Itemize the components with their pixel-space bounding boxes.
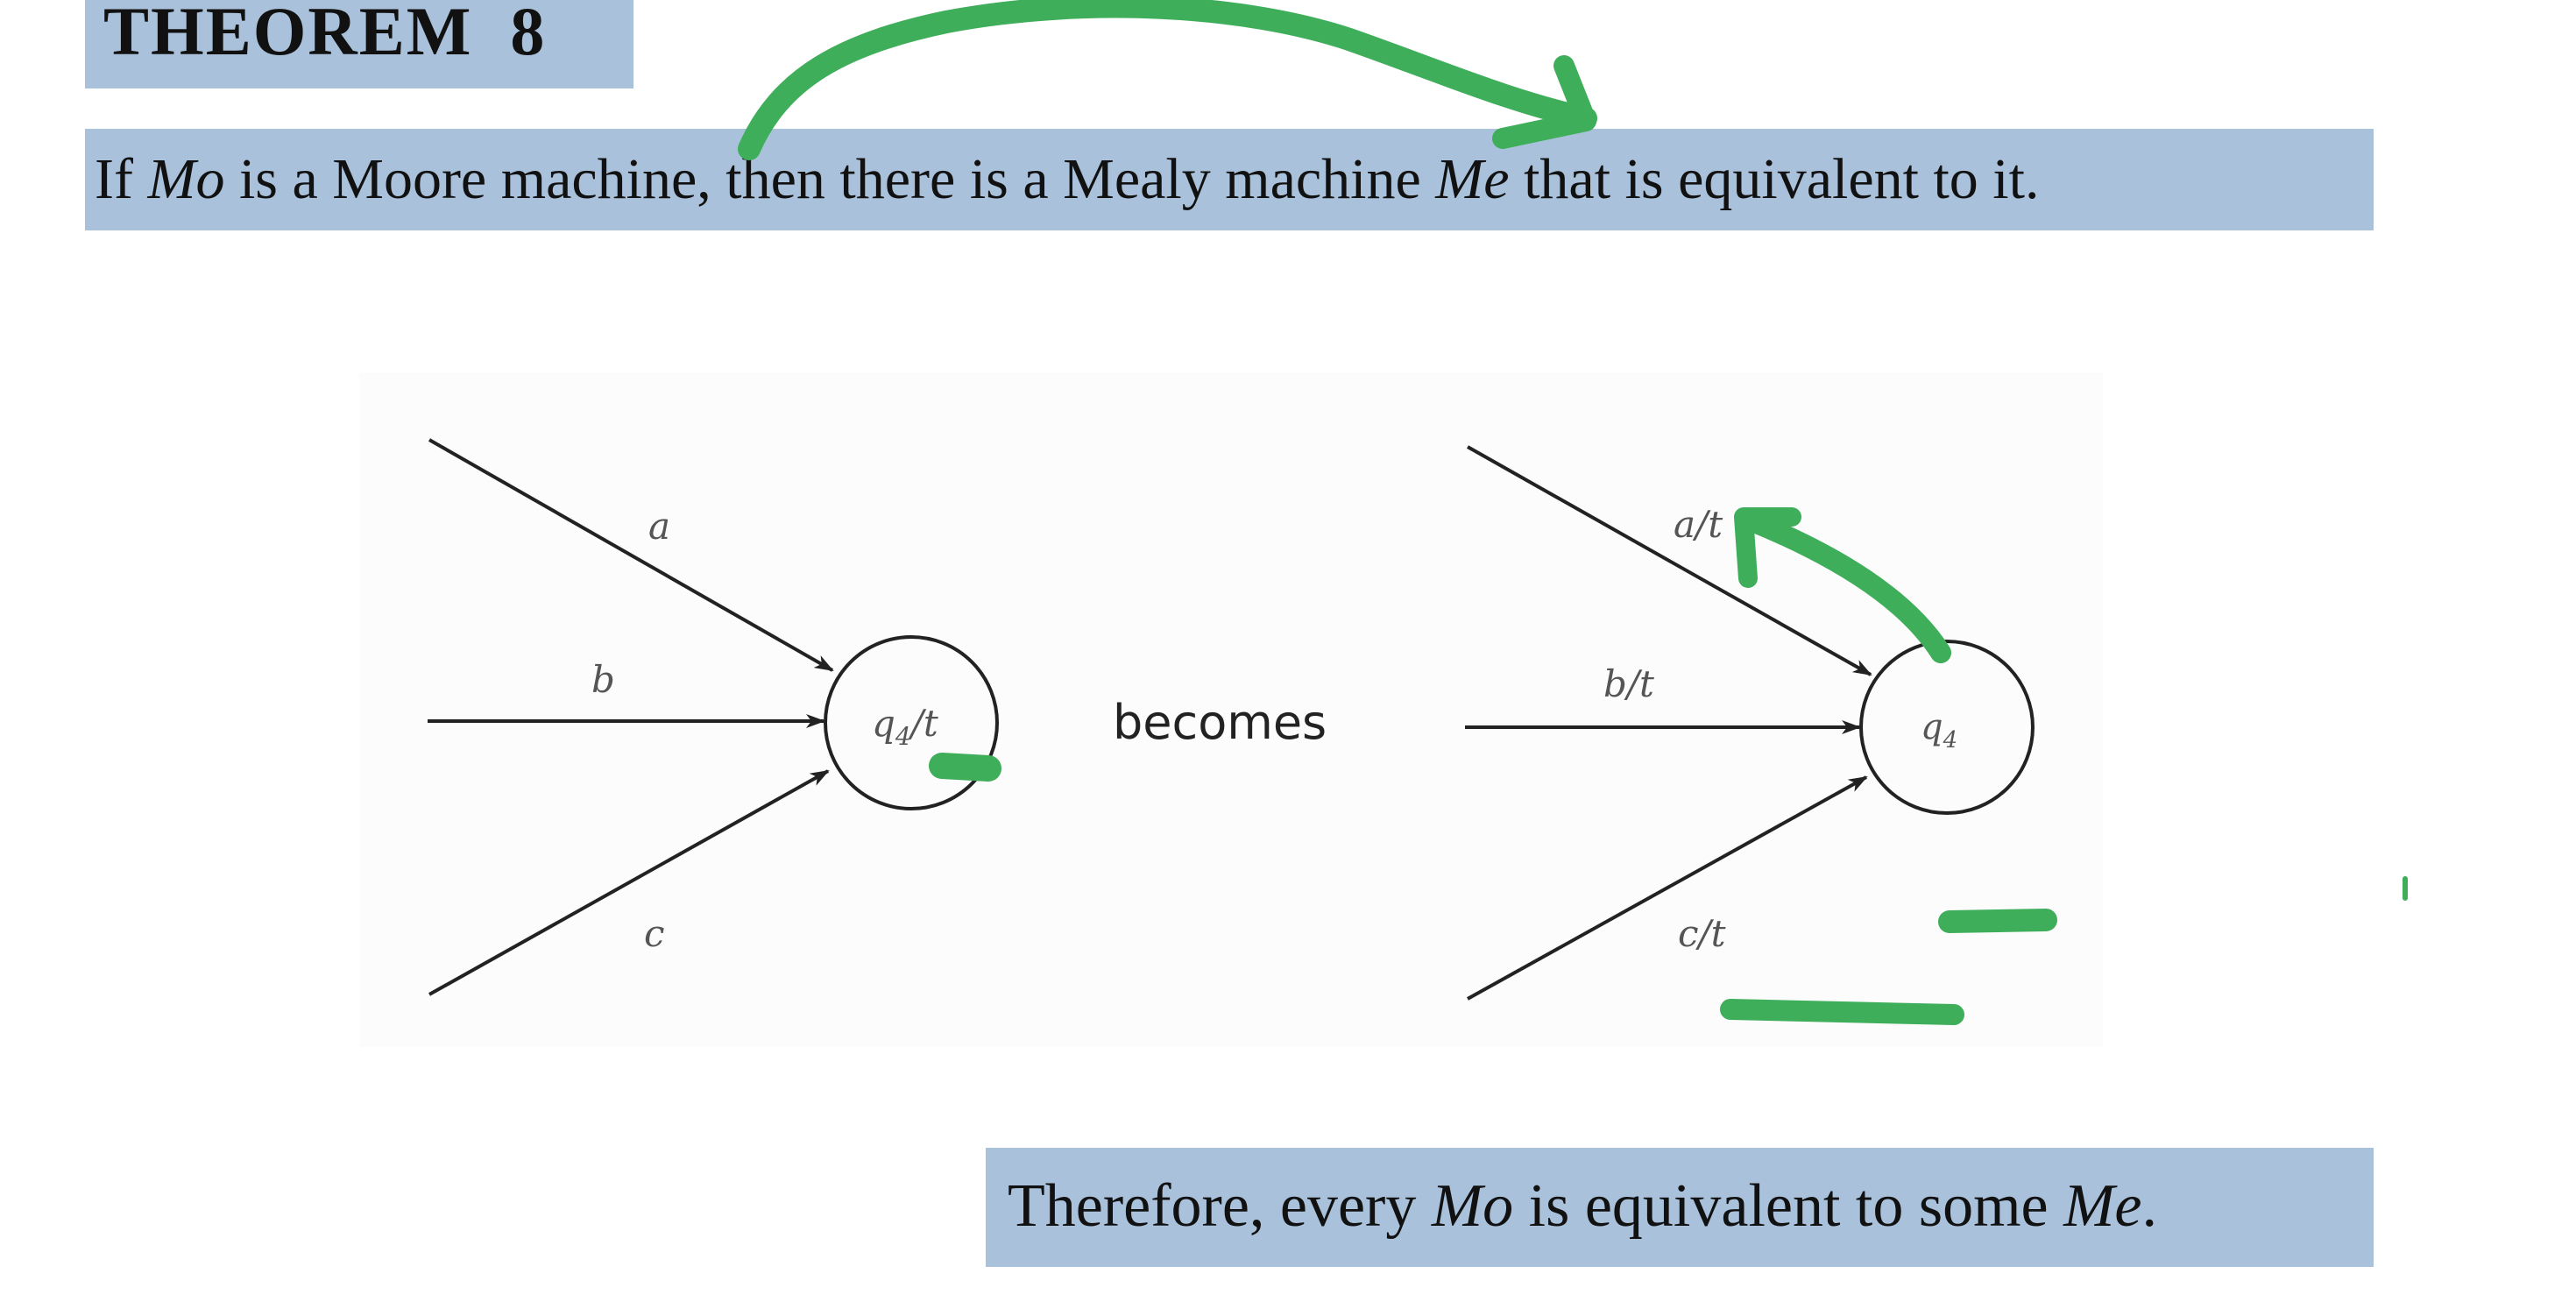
mealy-edge-b-label: b/t <box>1603 662 1654 705</box>
statement-middle: is a Moore machine, then there is a Meal… <box>224 147 1436 211</box>
moore-edge-c <box>428 769 830 996</box>
becomes-label: becomes <box>1113 695 1327 750</box>
conclusion-highlight <box>986 1148 2374 1267</box>
mealy-edge-c-label: c/t <box>1678 912 1726 955</box>
conclusion-mid: is equivalent to some <box>1513 1172 2064 1240</box>
mealy-edge-a-label: a/t <box>1674 503 1723 546</box>
mealy-diagram: a/t b/t c/t q4 <box>1465 445 2035 1001</box>
conclusion-end: . <box>2141 1172 2158 1240</box>
mealy-state-label: q4 <box>1921 707 1957 754</box>
state-diagram-figure: a b c q4/t becomes a/t b/t c/t q4 <box>359 372 2103 1047</box>
theorem-title: THEOREM 8 <box>103 0 547 69</box>
mealy-state-sub: 4 <box>1943 727 1958 754</box>
theorem-statement: If Mo is a Moore machine, then there is … <box>95 131 2039 228</box>
state-diagram: a b c q4/t becomes a/t b/t c/t q4 <box>428 438 2035 1001</box>
moore-state-label: q4/t <box>872 702 938 751</box>
moore-edge-a-label: a <box>648 505 670 548</box>
mealy-edge-a <box>1467 445 1872 676</box>
arrow-stroke-moore-to-mealy <box>738 0 1597 160</box>
statement-if: If <box>95 147 148 211</box>
mealy-state-q: q <box>1921 707 1943 747</box>
conclusion-statement: Therefore, every Mo is equivalent to som… <box>1008 1158 2157 1255</box>
theorem-title-highlight <box>85 0 633 88</box>
statement-me: Me <box>1435 147 1510 211</box>
statement-mo: Mo <box>147 147 225 211</box>
moore-state-sub: 4 <box>895 722 911 751</box>
conclusion-start: Therefore, every <box>1008 1172 1432 1240</box>
arrowhead-top <box>1492 55 1596 149</box>
moore-state-q: q <box>872 702 895 745</box>
moore-diagram: a b c q4/t <box>428 438 999 996</box>
moore-state-output: /t <box>908 702 938 745</box>
moore-edge-c-label: c <box>644 912 665 955</box>
moore-state-q4 <box>824 635 999 810</box>
moore-edge-a <box>428 438 834 672</box>
mealy-edge-c <box>1467 775 1868 1001</box>
conclusion-me: Me <box>2063 1172 2142 1240</box>
moore-edge-b-label: b <box>591 658 615 701</box>
conclusion-mo: Mo <box>1431 1172 1514 1240</box>
statement-end: that is equivalent to it. <box>1509 147 2040 211</box>
